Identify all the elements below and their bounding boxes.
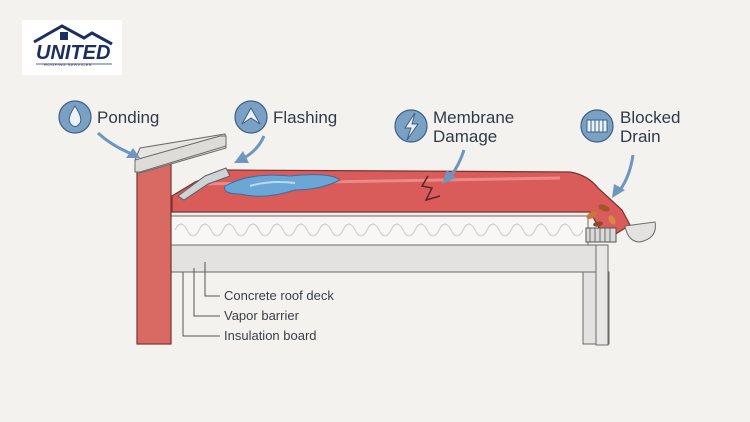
drain-grate-bars xyxy=(589,228,611,242)
water-highlight xyxy=(249,181,296,187)
parapet-cap-top xyxy=(134,135,227,173)
flashing-label: Flashing xyxy=(273,108,338,127)
blocked-drain-arrow xyxy=(612,154,635,198)
metal-flashing xyxy=(177,167,231,201)
downspout xyxy=(595,244,609,346)
gutter xyxy=(624,221,656,243)
membrane-damage-label: Membrane Damage xyxy=(433,108,515,146)
logo-wordmark: UNITED xyxy=(36,42,111,64)
layer-label-vapor-barrier: Vapor barrier xyxy=(224,308,299,323)
leader-line-vapor xyxy=(193,268,220,317)
logo-subtitle: ROOFING SERVICES xyxy=(44,62,92,67)
debris-leaf xyxy=(598,204,610,212)
flashing-arrow xyxy=(234,135,266,163)
lightning-crack-icon xyxy=(394,109,428,143)
drain-grate xyxy=(585,227,617,243)
parapet-wall xyxy=(136,159,172,345)
leader-line-concrete xyxy=(204,262,220,297)
ponding-arrow xyxy=(96,131,140,158)
membrane-damage-arrow xyxy=(442,149,466,184)
ponding-label: Ponding xyxy=(97,108,160,127)
blocked-drain-label: Blocked Drain xyxy=(620,108,681,146)
layer-label-concrete-roof-deck: Concrete roof deck xyxy=(224,288,334,303)
water-drop-icon xyxy=(58,100,92,134)
leader-line-insulation xyxy=(182,272,220,337)
house-roof-logo-icon xyxy=(33,24,113,65)
flashing-corner-icon xyxy=(234,100,268,134)
debris-leaf xyxy=(586,211,598,219)
membrane-crack xyxy=(420,175,441,202)
debris-leaf xyxy=(593,221,603,227)
drain-grate-icon xyxy=(580,109,614,143)
insulation-hatching xyxy=(174,223,584,237)
layer-label-insulation-board: Insulation board xyxy=(224,328,317,343)
debris-leaf xyxy=(608,215,616,225)
concrete-roof-deck xyxy=(169,244,609,273)
company-logo: UNITED ROOFING SERVICES xyxy=(22,20,122,75)
ponding-water xyxy=(224,174,341,197)
